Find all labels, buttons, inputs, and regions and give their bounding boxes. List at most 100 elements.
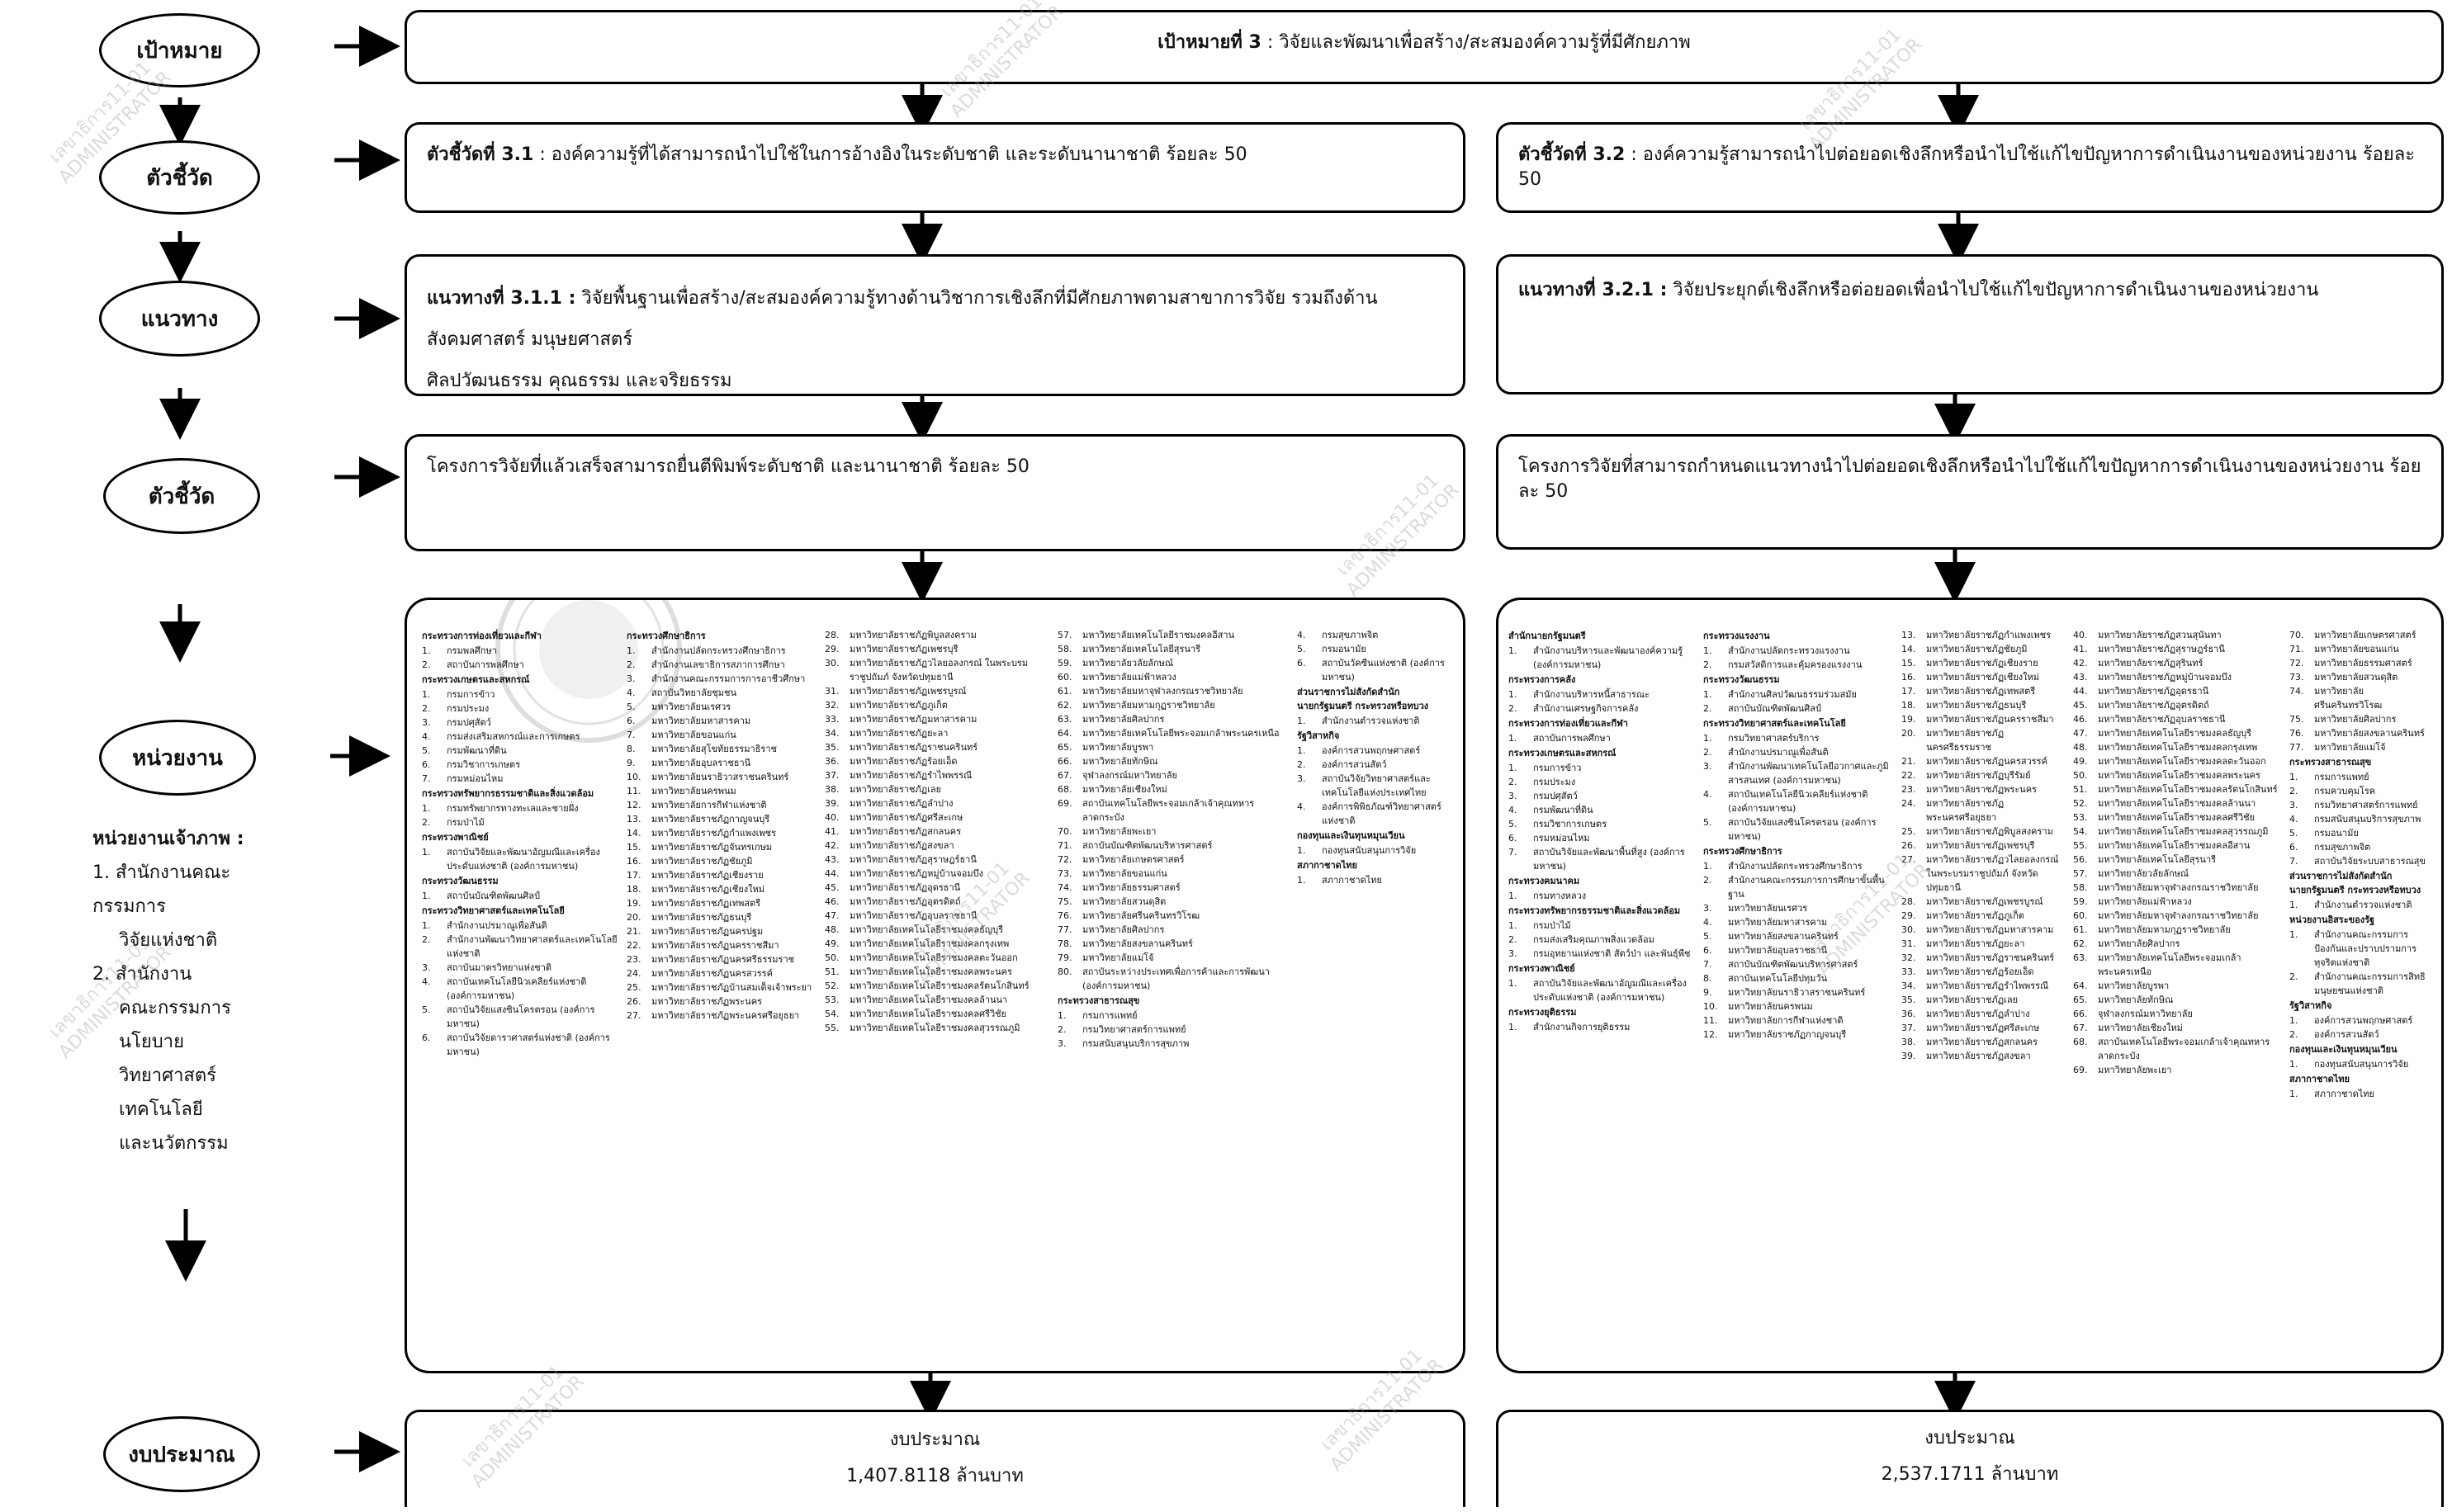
agency-item: 3.สถาบันมาตรวิทยาแห่งชาติ [422, 961, 620, 975]
agency-item: 4.มหาวิทยาลัยมหาสารคาม [1703, 915, 1895, 929]
agency-item: 28.มหาวิทยาลัยราชภัฏพิบูลสงคราม [825, 628, 1051, 642]
agency-item: 58.มหาวิทยาลัยเทคโนโลยีสุรนารี [1058, 642, 1290, 656]
agency-item-name: มหาวิทยาลัยราชภัฏกาญจนบุรี [651, 814, 770, 825]
agency-item-number: 1. [1508, 689, 1517, 700]
seal-watermark [495, 600, 682, 743]
agency-item-number: 6. [2289, 842, 2298, 853]
agency-item: 1.สำนักงานบริหารและพัฒนาองค์ความรู้ (องค… [1508, 644, 1697, 672]
agency-item: 3.กรมสนับสนุนบริการสุขภาพ [1058, 1037, 1290, 1051]
agency-item-name: สำนักงานตำรวจแห่งชาติ [1322, 716, 1420, 726]
agency-item-number: 80. [1058, 966, 1072, 977]
agency-item-name: สำนักงานเลขาธิการสภาการศึกษา [651, 659, 785, 670]
agency-item-number: 25. [627, 982, 641, 993]
agency-item-number: 6. [1703, 945, 1712, 956]
agency-item-number: 6. [1297, 658, 1306, 669]
agency-item-name: มหาวิทยาลัยราชภัฏเชียงราย [651, 870, 764, 881]
agency-item: 3.กรมปศุสัตว์ [422, 716, 620, 730]
agency-item-number: 2. [627, 659, 636, 670]
agency-item: 41.มหาวิทยาลัยราชภัฏสุราษฎร์ธานี [2073, 642, 2283, 656]
agency-item-number: 2. [1703, 747, 1712, 758]
agency-item-name: มหาวิทยาลัยราชภัฏชัยภูมิ [651, 856, 753, 867]
agency-item-number: 27. [627, 1010, 641, 1021]
ministry-header: กระทรวงการท่องเที่ยวและกีฬา [422, 631, 542, 641]
agency-item: 65.มหาวิทยาลัยบูรพา [1058, 740, 1290, 754]
agency-item: 73.มหาวิทยาลัยขอนแก่น [1058, 867, 1290, 881]
ministry-header: สำนักนายกรัฐมนตรี [1508, 631, 1586, 641]
agency-item-number: 2. [1058, 1024, 1067, 1035]
agency-item: 22.มหาวิทยาลัยราชภัฏบุรีรัมย์ [1901, 768, 2066, 782]
oval-indicator: ตัวชี้วัด [99, 140, 260, 215]
agency-item: 67.มหาวิทยาลัยเชียงใหม่ [2073, 1021, 2283, 1035]
agency-item: 77.มหาวิทยาลัยศิลปากร [1058, 923, 1290, 937]
agency-item-number: 13. [627, 814, 641, 825]
agency-item: 44.มหาวิทยาลัยราชภัฏหมู่บ้านจอมบึง [825, 867, 1051, 881]
agency-item-name: มหาวิทยาลัยอุบลราชธานี [1728, 945, 1828, 956]
agency-item-name: สำนักงานบริหารและพัฒนาองค์ความรู้ (องค์ก… [1533, 645, 1683, 670]
agency-item-number: 7. [627, 730, 636, 740]
agency-item-number: 28. [1901, 896, 1916, 907]
agency-item: 76.มหาวิทยาลัยศรีนครินทรวิโรฒ [1058, 909, 1290, 923]
agency-item: 1.สถาบันวิจัยและพัฒนาอัญมณีและเครื่องประ… [422, 845, 620, 873]
agency-item: 8.สถาบันเทคโนโลยีปทุมวัน [1703, 971, 1895, 985]
agency-item: 60.มหาวิทยาลัยแม่ฟ้าหลวง [1058, 670, 1290, 684]
agency-item-number: 46. [825, 896, 840, 907]
agency-item: 6.มหาวิทยาลัยมหาสารคาม [627, 714, 818, 728]
agency-item: 22.มหาวิทยาลัยราชภัฏนครราชสีมา [627, 938, 818, 952]
agency-item-name: มหาวิทยาลัยราชภัฏเทพสตรี [651, 898, 761, 909]
agency-item-name: สถาบันระหว่างประเทศเพื่อการค้าและการพัฒน… [1082, 966, 1270, 991]
agency-item-number: 1. [2289, 772, 2298, 782]
agency-item-name: สำนักงานปลัดกระทรวงศึกษาธิการ [651, 645, 786, 656]
agency-item-name: มหาวิทยาลัยเทคโนโลยีพระจอมเกล้าพระนครเหน… [2098, 952, 2241, 977]
agency-item-number: 73. [2289, 672, 2304, 683]
agency-item-number: 68. [2073, 1037, 2088, 1047]
agency-item-number: 52. [2073, 798, 2088, 809]
agency-item-number: 1. [1508, 733, 1517, 744]
agency-item-number: 69. [2073, 1065, 2088, 1075]
agency-item-number: 5. [1508, 819, 1517, 829]
agency-item-name: มหาวิทยาลัยราชภัฏยะลา [1926, 938, 2025, 949]
agency-item: 14.มหาวิทยาลัยราชภัฏกำแพงเพชร [627, 826, 818, 840]
agency-item: 63.มหาวิทยาลัยเทคโนโลยีพระจอมเกล้าพระนคร… [2073, 951, 2283, 979]
agency-item-name: กรมการแพทย์ [1082, 1010, 1138, 1021]
agency-item-name: มหาวิทยาลัยเกษตรศาสตร์ [1082, 854, 1185, 865]
agency-item: 27.มหาวิทยาลัยราชภัฏพระนครศรีอยุธยา [627, 1009, 818, 1023]
agency-item-name: มหาวิทยาลัยเทคโนโลยีราชมงคลศรีวิชัย [2098, 812, 2256, 823]
agency-item: 55.มหาวิทยาลัยเทคโนโลยีราชมงคลสุวรรณภูมิ [825, 1021, 1051, 1035]
agency-item-name: มหาวิทยาลัยศรีนครินทรวิโรฒ [1082, 910, 1200, 921]
oval-goal: เป้าหมาย [99, 13, 260, 87]
agency-item-name: มหาวิทยาลัยราชภัฏนครสวรรค์ [1926, 756, 2047, 767]
agency-item-number: 12. [1703, 1029, 1718, 1040]
agency-item: 17.มหาวิทยาลัยราชภัฏเชียงราย [627, 868, 818, 882]
agency-item-name: มหาวิทยาลัยราชภัฏสงขลา [1926, 1051, 2031, 1061]
agency-item-number: 22. [1901, 770, 1916, 781]
agency-item-number: 1. [1508, 920, 1517, 931]
agency-item: 69.มหาวิทยาลัยพะเยา [2073, 1063, 2283, 1077]
agency-item: 1.สถาบันการพลศึกษา [1508, 731, 1697, 745]
agency-item: 7.สถาบันบัณฑิตพัฒนบริหารศาสตร์ [1703, 957, 1895, 971]
agency-item-name: มหาวิทยาลัยราชภัฏสุรินทร์ [2098, 658, 2203, 669]
ministry-header: ส่วนราชการไม่สังกัดสำนัก [2289, 871, 2393, 881]
agency-item-number: 4. [422, 976, 431, 987]
ministry-header: กระทรวงวัฒนธรรม [1703, 674, 1780, 685]
agency-item-number: 71. [2289, 644, 2304, 654]
agency-item-number: 1. [1297, 845, 1306, 856]
agency-item-number: 66. [2073, 1009, 2088, 1019]
goal-box: เป้าหมายที่ 3 : วิจัยและพัฒนาเพื่อสร้าง/… [405, 10, 2444, 84]
agency-item: 45.มหาวิทยาลัยราชภัฏอุตรดิตถ์ [2073, 698, 2283, 712]
approach-box-3-2-1: แนวทางที่ 3.2.1 : วิจัยประยุกต์เชิงลึกหร… [1496, 254, 2444, 395]
agency-item-name: มหาวิทยาลัยเทคโนโลยีราชมงคลสุวรรณภูมิ [850, 1023, 1020, 1033]
agency-item-number: 36. [1901, 1009, 1916, 1019]
approach-label-3-2-1: แนวทางที่ 3.2.1 : [1518, 280, 1668, 300]
agency-item-name: มหาวิทยาลัยเทคโนโลยีราชมงคลอีสาน [1082, 630, 1235, 640]
agency-item-number: 74. [2289, 686, 2304, 697]
agency-item-number: 1. [422, 803, 431, 814]
agency-item-name: มหาวิทยาลัยราชภัฏเลย [850, 784, 942, 795]
agency-item-number: 66. [1058, 756, 1072, 767]
agency-item-number: 19. [627, 898, 641, 909]
agency-item-number: 1. [1703, 689, 1712, 700]
ministry-header: กระทรวงสาธารณสุข [2289, 757, 2372, 768]
agency-item-number: 62. [1058, 700, 1072, 711]
oval-indicator2: ตัวชี้วัด [103, 458, 260, 534]
